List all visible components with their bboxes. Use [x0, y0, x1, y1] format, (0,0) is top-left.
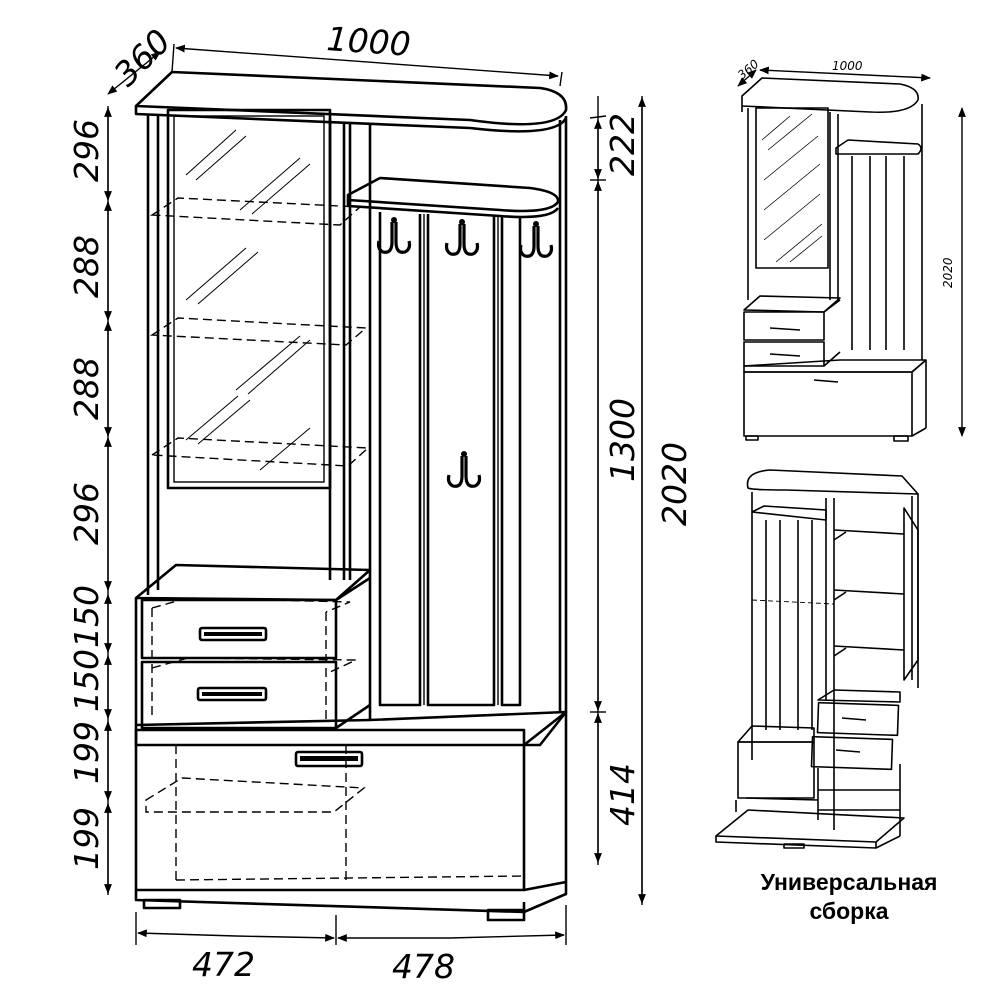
dim-left-288-a: 288: [67, 235, 106, 298]
dim-right-414: 414: [603, 763, 642, 826]
dim-left-150-a: 150: [67, 585, 106, 648]
assembly-caption: Универсальная сборка: [718, 868, 980, 926]
main-dimension-lines: [104, 43, 646, 945]
thumb-dim-width: 1000: [832, 59, 863, 73]
dim-right-2020: 2020: [655, 442, 694, 526]
dim-left-296-b: 296: [67, 482, 106, 545]
dim-left-199-a: 199: [67, 721, 106, 784]
dim-bottom-478: 478: [392, 947, 455, 986]
thumbnail-front-view: [737, 66, 966, 442]
caption-line-1: Универсальная: [760, 869, 938, 895]
thumb-dim-height: 2020: [941, 257, 955, 288]
dim-left-150-b: 150: [67, 649, 106, 712]
dim-depth-360: 360: [106, 22, 178, 94]
dim-left-199-b: 199: [67, 807, 106, 870]
dim-right-222: 222: [603, 113, 642, 176]
thumb-dim-depth: 360: [735, 57, 762, 83]
caption-line-2: сборка: [809, 898, 889, 924]
dim-left-296-a: 296: [67, 119, 106, 182]
dim-width-1000: 1000: [325, 19, 412, 64]
main-furniture-drawing: [134, 70, 568, 922]
dim-bottom-472: 472: [192, 945, 255, 984]
thumbnail-universal-assembly: [715, 469, 919, 849]
dim-right-1300: 1300: [603, 398, 642, 482]
dim-left-288-b: 288: [67, 357, 106, 420]
